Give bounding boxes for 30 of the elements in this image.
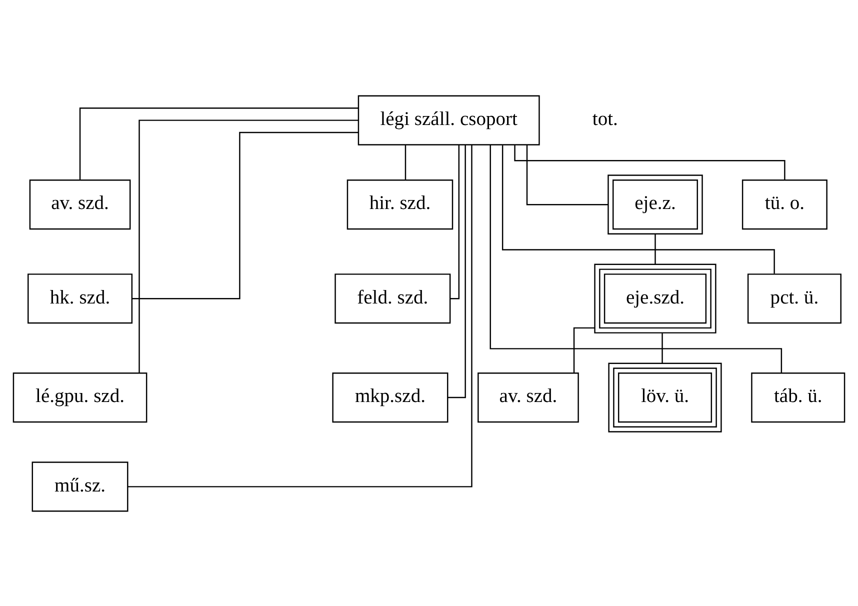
node-box: tü. o. bbox=[742, 179, 828, 230]
connector bbox=[490, 144, 782, 372]
connector bbox=[502, 144, 775, 274]
node-box: löv. ü. bbox=[608, 362, 722, 432]
node-box: av. szd. bbox=[29, 179, 131, 230]
connector bbox=[128, 144, 472, 487]
connector bbox=[450, 144, 460, 299]
node-box: pct. ü. bbox=[747, 273, 842, 324]
connector bbox=[79, 107, 358, 180]
connector bbox=[662, 332, 663, 363]
connector bbox=[526, 144, 608, 205]
node-box: av. szd. bbox=[478, 372, 579, 422]
node-box: eje.z. bbox=[608, 174, 703, 234]
connector bbox=[573, 326, 595, 372]
connector bbox=[448, 144, 466, 398]
node-box: lé.gpu. szd. bbox=[12, 372, 148, 422]
node-box: hk. szd. bbox=[28, 273, 133, 324]
connector bbox=[138, 119, 358, 372]
node-box: légi száll. csoport bbox=[358, 94, 540, 145]
connector bbox=[514, 144, 786, 180]
node-box: hir. szd. bbox=[346, 179, 454, 230]
connector bbox=[404, 144, 406, 180]
node-box: táb. ü. bbox=[751, 372, 846, 422]
label: tot. bbox=[592, 108, 618, 130]
node-box: feld. szd. bbox=[334, 273, 451, 324]
node-box: mkp.szd. bbox=[332, 372, 448, 422]
node-box: mű.sz. bbox=[32, 461, 128, 512]
connector bbox=[654, 234, 656, 264]
node-box: eje.szd. bbox=[594, 263, 716, 333]
connector bbox=[132, 131, 358, 299]
